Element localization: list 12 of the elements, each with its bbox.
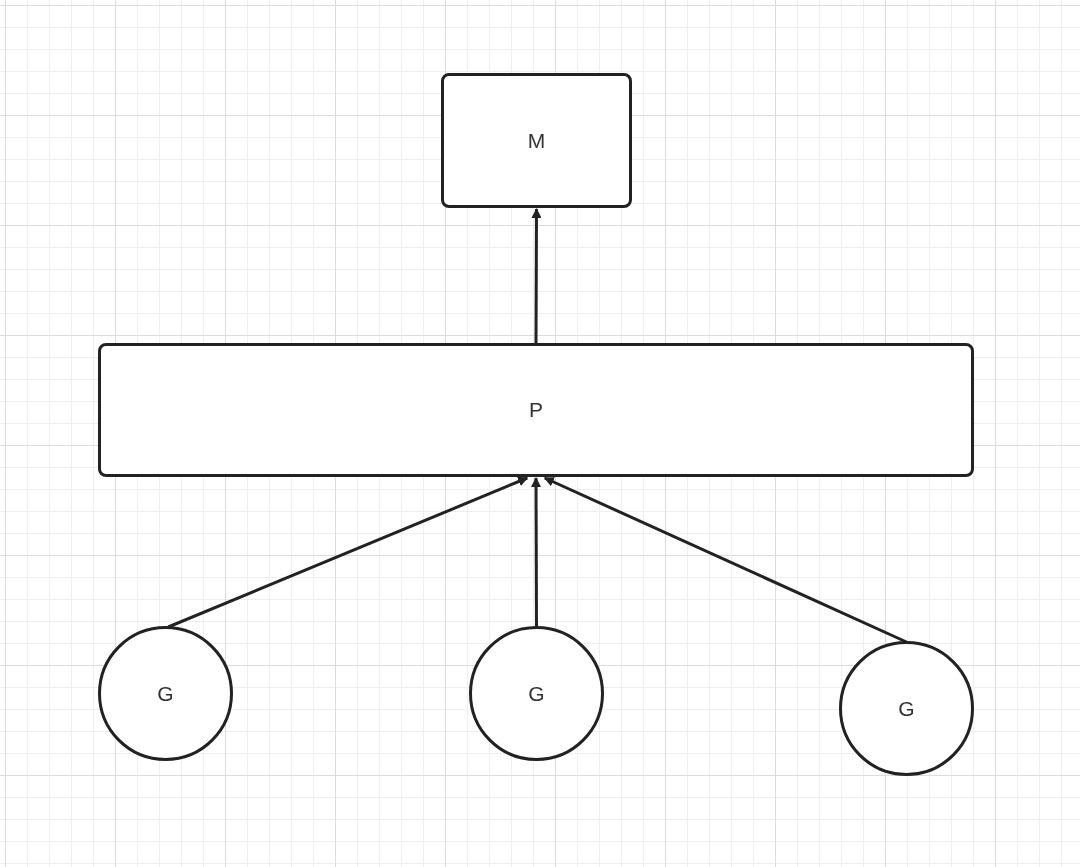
node-label: P	[529, 398, 543, 422]
node-label: G	[898, 696, 915, 721]
process-box	[98, 343, 974, 477]
node-label: M	[527, 128, 546, 153]
arrow	[167, 476, 529, 629]
node-label: G	[528, 681, 545, 706]
arrow	[531, 208, 542, 344]
arrow	[543, 476, 908, 644]
node-label: G	[157, 681, 174, 706]
process-box	[441, 73, 632, 208]
circle-node	[839, 641, 974, 776]
arrow	[531, 477, 542, 627]
